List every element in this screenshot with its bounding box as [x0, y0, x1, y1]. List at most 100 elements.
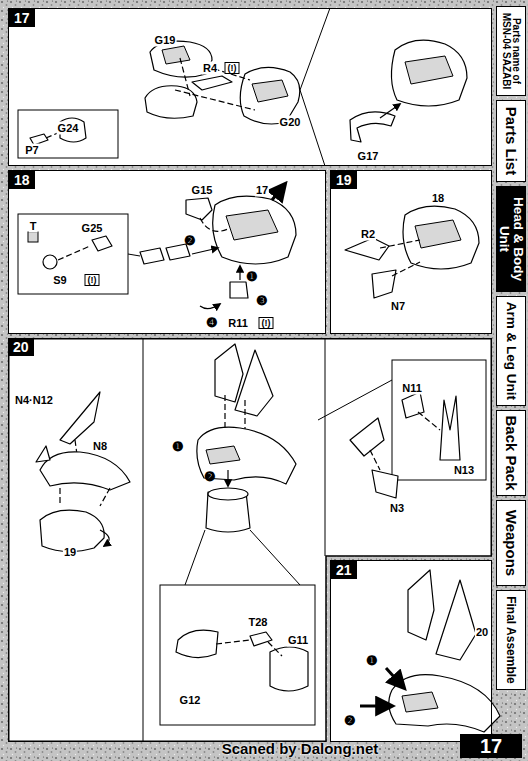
step21-art — [436, 580, 476, 660]
callout-number: ❷ — [183, 234, 197, 247]
callout-number: ❸ — [255, 294, 269, 307]
step18-art — [239, 266, 240, 280]
part-number: N11 — [401, 382, 423, 395]
step18-art — [28, 232, 38, 242]
part-number: 18 — [431, 192, 445, 205]
callout-number: ❷ — [203, 470, 217, 483]
step18-art — [226, 210, 278, 240]
step20-art — [100, 530, 109, 546]
step19-art — [345, 238, 389, 260]
step18-art — [230, 282, 248, 298]
step-number: 17 — [9, 9, 35, 27]
part-number: 17 — [255, 184, 269, 197]
part-number: N4·N12 — [14, 394, 54, 407]
tab-label: Back Pack — [504, 414, 519, 492]
step21-art — [389, 675, 500, 732]
part-number: G17 — [357, 150, 380, 163]
step17-art — [145, 86, 197, 119]
step17-art — [380, 104, 400, 118]
step-panel: 17 — [8, 8, 492, 166]
part-number: N8 — [92, 440, 108, 453]
step20-art — [370, 450, 380, 470]
step-panel: 18 — [8, 170, 326, 334]
step20-art — [215, 344, 243, 402]
section-tab: Back Pack — [496, 410, 526, 496]
callout-number: ❶ — [171, 440, 185, 453]
step20-art — [392, 360, 486, 480]
part-number: G25 — [81, 222, 104, 235]
step19-art — [403, 206, 479, 269]
step21-art — [408, 570, 434, 640]
step21-art — [386, 668, 404, 688]
section-tab: Parts name of MSN-04 SAZABI — [496, 6, 526, 96]
step21-art — [402, 692, 438, 712]
part-number: T28 — [248, 616, 269, 629]
section-tab: Arm & Leg Unit — [496, 296, 526, 406]
section-tab: Head & Body Unit — [496, 186, 526, 292]
step17-art — [405, 56, 453, 84]
part-number: T — [29, 220, 38, 233]
part-number: G19 — [154, 34, 177, 47]
step20-art — [235, 350, 273, 416]
part-number: G15 — [191, 184, 214, 197]
panel-outline — [9, 339, 492, 742]
step-panel: 19 — [330, 170, 492, 334]
step20-art — [143, 338, 144, 742]
step21-art — [360, 705, 392, 708]
tab-label: Head & Body Unit — [498, 190, 525, 288]
step19-art — [380, 240, 420, 248]
step17-art — [180, 58, 190, 96]
page-number: 17 — [460, 734, 522, 758]
part-number: S9 — [52, 274, 67, 287]
step20-art — [268, 642, 282, 656]
step21-art — [360, 570, 500, 732]
tab-label: Final Assemble — [505, 594, 517, 686]
section-tab: Parts List — [496, 100, 526, 182]
step18-art — [92, 236, 112, 251]
step17-art — [252, 80, 288, 102]
step18-art — [128, 254, 140, 256]
step20-art — [59, 488, 60, 506]
step20-art — [418, 412, 440, 430]
warning-mark: (!) — [85, 274, 100, 286]
panel-outline — [8, 338, 492, 742]
step17-art — [300, 8, 330, 166]
part-number: R11 — [227, 317, 249, 330]
tab-label: Parts name of MSN-04 SAZABI — [501, 10, 521, 92]
part-number: G24 — [57, 122, 80, 135]
step18-art — [192, 248, 218, 254]
step18-art — [43, 255, 57, 269]
step20-art — [185, 530, 300, 585]
step20-art — [318, 380, 392, 420]
part-number: P7 — [24, 144, 39, 157]
step17-art — [175, 90, 255, 110]
panel-grounds — [8, 170, 326, 334]
step20-art — [36, 446, 50, 462]
callout-number: ❶ — [245, 270, 259, 283]
section-tab: Final Assemble — [496, 590, 526, 690]
step19-art — [345, 206, 479, 298]
step20-art — [40, 452, 130, 490]
step20-art — [216, 640, 250, 644]
step20-art — [100, 488, 110, 506]
step17-art — [18, 110, 118, 158]
callout-number: ❷ — [343, 714, 357, 727]
step20-art — [224, 395, 225, 430]
step18-art — [18, 214, 128, 294]
tab-label: Parts List — [504, 104, 519, 178]
warning-mark: (!) — [225, 62, 240, 74]
step20-art — [160, 585, 315, 725]
step20-art — [176, 630, 218, 657]
panel-grounds — [330, 170, 492, 334]
step-number: 19 — [331, 171, 357, 189]
step18-art — [58, 246, 90, 260]
part-number: G11 — [287, 634, 309, 647]
step20-art — [350, 418, 384, 456]
step20-art — [206, 446, 240, 464]
step20-art — [244, 400, 245, 430]
panel-grounds — [8, 8, 492, 742]
page-number-box: 17 — [460, 734, 522, 758]
step20-art — [270, 647, 308, 691]
